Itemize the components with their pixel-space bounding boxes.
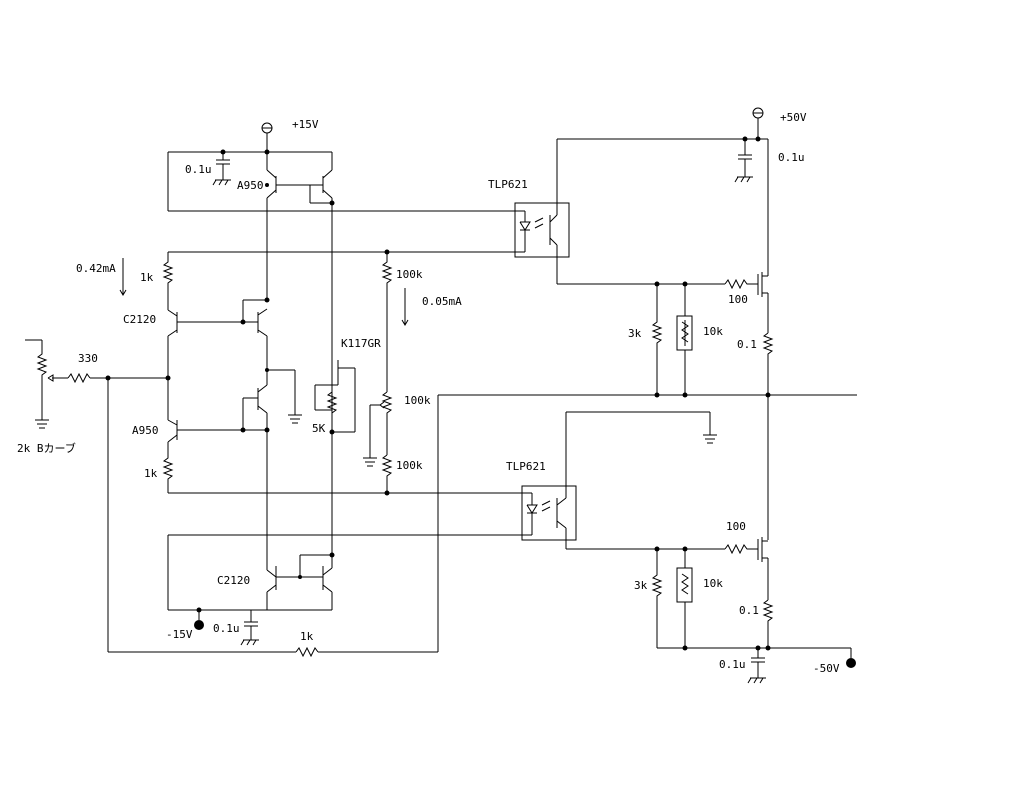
label-cap-top-left: 0.1u — [185, 163, 212, 176]
label-r-5k: 5K — [312, 422, 326, 435]
bottom-optocoupler — [521, 411, 717, 549]
label-cap-bottom-left: 0.1u — [213, 622, 240, 635]
input-stage-wiring — [162, 251, 522, 570]
top-output-wiring — [557, 138, 774, 395]
top-mirror-wiring — [167, 151, 515, 372]
label-cap-top-right: 0.1u — [778, 151, 805, 164]
label-current-005ma: 0.05mA — [422, 295, 462, 308]
label-fet-k117gr: K117GR — [341, 337, 381, 350]
label-r-10k-bottom: 10k — [703, 577, 723, 590]
current-arrows — [119, 258, 409, 326]
label-plus50v: +50V — [780, 111, 807, 124]
label-r-10k-top: 10k — [703, 325, 723, 338]
label-r-1k-bottom: 1k — [144, 467, 158, 480]
label-r-100k-bottom: 100k — [396, 459, 423, 472]
label-r-01-top: 0.1 — [737, 338, 757, 351]
label-r-1k-feedback: 1k — [300, 630, 314, 643]
bias-divider-wiring — [314, 252, 393, 493]
label-minus50v: -50V — [813, 662, 840, 675]
label-r-3k-top: 3k — [628, 327, 642, 340]
label-a950-top: A950 — [237, 179, 264, 192]
plus50-supply-symbol — [752, 107, 764, 139]
label-r-100k-top: 100k — [396, 268, 423, 281]
label-input-pot: 2k Bカーブ — [17, 441, 76, 455]
label-a950-mid: A950 — [132, 424, 159, 437]
bottom-output-wiring — [566, 395, 852, 684]
label-tlp621-top: TLP621 — [488, 178, 528, 191]
plus15-supply-symbol — [261, 122, 273, 152]
label-current-042ma: 0.42mA — [76, 262, 116, 275]
label-plus15v: +15V — [292, 118, 319, 131]
label-tlp621-bottom: TLP621 — [506, 460, 546, 473]
label-r-100k-mid: 100k — [404, 394, 431, 407]
label-r-100-top: 100 — [728, 293, 748, 306]
label-r-3k-bottom: 3k — [634, 579, 648, 592]
label-r-100-bottom: 100 — [726, 520, 746, 533]
label-cap-bottom-right: 0.1u — [719, 658, 746, 671]
label-c2120-mid: C2120 — [123, 313, 156, 326]
label-minus15v: -15V — [166, 628, 193, 641]
minus15-supply-terminal — [194, 620, 204, 630]
minus50-supply-terminal — [846, 658, 856, 668]
label-c2120-bottom: C2120 — [217, 574, 250, 587]
label-r-330: 330 — [78, 352, 98, 365]
label-r-01-bottom: 0.1 — [739, 604, 759, 617]
input-pot-wiring — [25, 339, 857, 658]
bottom-mirror-wiring — [167, 372, 522, 646]
top-optocoupler — [514, 139, 570, 284]
label-r-1k-top: 1k — [140, 271, 154, 284]
